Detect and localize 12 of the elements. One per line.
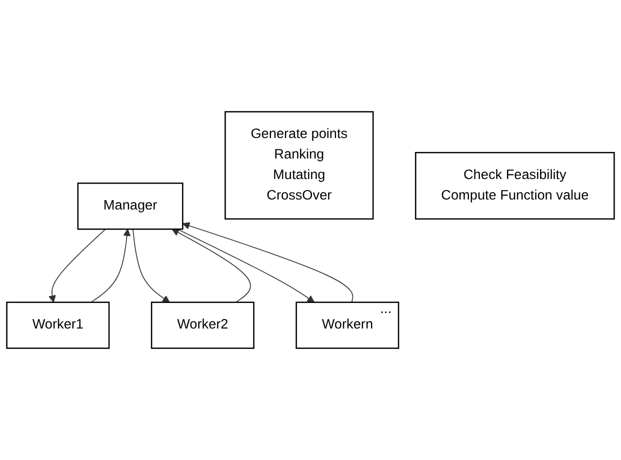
node-box: Check Feasibility Compute Function value — [414, 152, 615, 220]
arrow — [90, 228, 131, 303]
node-box: Worker1 — [6, 302, 110, 349]
arrow — [48, 228, 106, 303]
arrow — [172, 228, 251, 303]
arrow — [182, 222, 354, 303]
node-box: Manager — [77, 182, 184, 230]
arrow — [132, 228, 170, 303]
ellipsis-text: ... — [380, 300, 392, 316]
node-box: Generate points Ranking Mutating CrossOver — [224, 111, 374, 220]
arrow — [176, 228, 315, 303]
node-box: Worker2 — [150, 302, 254, 349]
